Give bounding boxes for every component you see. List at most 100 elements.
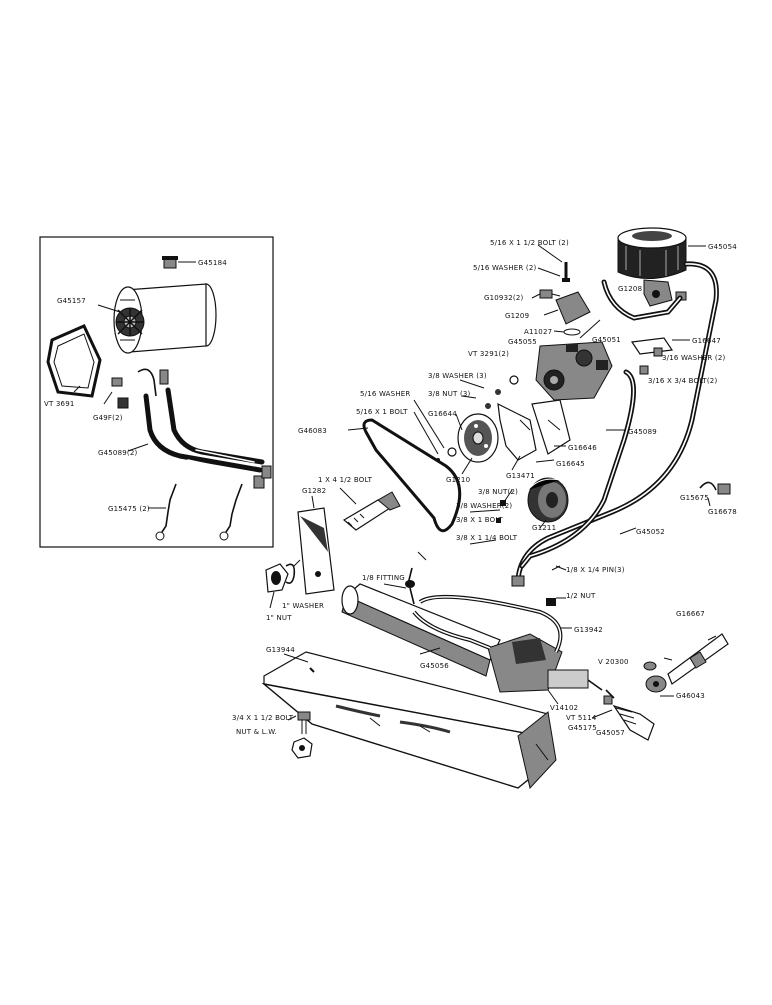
label-g45184: G45184 <box>198 259 227 267</box>
gasket-vt3691 <box>46 324 102 398</box>
label-washer-5-16: 5/16 WASHER <box>360 390 410 398</box>
bottom-leaders <box>269 559 717 721</box>
label-pin-1-8-x-1-4: 1/8 X 1/4 PIN(3) <box>566 566 625 574</box>
nut-1in <box>265 563 289 593</box>
label-g16667: G16667 <box>676 610 705 618</box>
label-g45157: G45157 <box>57 297 86 305</box>
oring-a11027 <box>563 328 581 336</box>
part-g16678 <box>717 483 731 495</box>
reservoir-assembly <box>511 227 731 587</box>
label-g1209: G1209 <box>505 312 529 320</box>
pulley-g1211 <box>527 477 569 523</box>
bracket-g1282 <box>297 507 335 595</box>
label-g13944: G13944 <box>266 646 295 654</box>
cap-g45184 <box>162 256 178 269</box>
pulley-g1210 <box>457 413 499 463</box>
label-g13942: G13942 <box>574 626 603 634</box>
label-g45055: G45055 <box>508 338 537 346</box>
label-g45051: G45051 <box>592 336 621 344</box>
label-g13471: G13471 <box>506 472 535 480</box>
label-washer-3-16-2: 3/16 WASHER (2) <box>662 354 725 362</box>
pump-cylinder <box>113 283 217 354</box>
clamps-g15475 <box>155 483 243 541</box>
label-g16678: G16678 <box>708 508 737 516</box>
label-bolt-3-4-x-1-1-2: 3/4 X 1 1/2 BOLT <box>232 714 294 722</box>
label-a11027: A11027 <box>524 328 552 336</box>
mid-leaders <box>311 379 566 545</box>
base-plate-g13944 <box>261 651 557 790</box>
top-leaders <box>531 244 711 535</box>
bolt-1x4-1-2 <box>342 491 401 531</box>
hose-g45089 <box>519 369 637 569</box>
clamp-g15675 <box>699 481 717 491</box>
label-g45089: G45089 <box>628 428 657 436</box>
label-v20300: V 20300 <box>598 658 629 666</box>
label-washer-1: 1" WASHER <box>282 602 324 610</box>
label-g1211: G1211 <box>532 524 556 532</box>
label-g45175: G45175 <box>568 724 597 732</box>
bracket-g16645 <box>531 399 571 455</box>
bolt-3-4-and-nut <box>291 711 313 759</box>
tie-rod <box>603 633 729 741</box>
label-washer-3-8-2: 3/8 WASHER(2) <box>456 502 512 510</box>
label-g45056: G45056 <box>420 662 449 670</box>
label-bolt-5-16-x-1: 5/16 X 1 BOLT <box>356 408 408 416</box>
valve-body <box>487 633 603 693</box>
washer-1in <box>285 563 296 584</box>
fittings-g49f <box>111 368 169 409</box>
label-g45089-2: G45089(2) <box>98 449 137 457</box>
label-washer-3-8-3: 3/8 WASHER (3) <box>428 372 487 380</box>
reservoir-g45054 <box>617 227 687 280</box>
label-g16645: G16645 <box>556 460 585 468</box>
label-nut-lw: NUT & L.W. <box>236 728 277 736</box>
label-g15475: G15475 (2) <box>108 505 150 513</box>
label-vt5114: VT 5114 <box>566 714 597 722</box>
label-fitting-1-8: 1/8 FITTING <box>362 574 405 582</box>
bracket-g16646 <box>497 402 537 461</box>
label-g10932: G10932(2) <box>484 294 523 302</box>
label-g16647: G16647 <box>692 337 721 345</box>
label-bolt-1x4-1-2: 1 X 4 1/2 BOLT <box>318 476 373 484</box>
label-vt3291: VT 3291(2) <box>468 350 509 358</box>
label-bolt-5-16-x-1-1-2: 5/16 X 1 1/2 BOLT (2) <box>490 239 569 247</box>
label-washer-5-16-2: 5/16 WASHER (2) <box>473 264 536 272</box>
hoses-g45089-2 <box>143 387 272 489</box>
fitting-1-8 <box>405 551 427 605</box>
fitting-g10932 <box>539 289 561 299</box>
label-g16644: G16644 <box>428 410 457 418</box>
label-vt3691: VT 3691 <box>44 400 75 408</box>
nut-1-2 <box>546 598 556 606</box>
pump-g45055 <box>535 341 613 401</box>
inset-border <box>39 236 274 548</box>
label-bolt-3-8-x-1: 3/8 X 1 BOLT <box>456 516 504 524</box>
inset-panel: G45184 G45157 VT 3691 G49F(2) G45089(2) … <box>39 236 274 548</box>
label-nut-1: 1" NUT <box>266 614 292 622</box>
cylinder-assembly <box>261 551 729 790</box>
label-g45052: G45052 <box>636 528 665 536</box>
label-g1208: G1208 <box>618 285 642 293</box>
label-g1282: G1282 <box>302 487 326 495</box>
bracket-g1209 <box>555 291 591 325</box>
gasket-g16647 <box>630 337 674 355</box>
hardware-small <box>436 389 506 523</box>
pump-assembly <box>297 341 613 595</box>
label-g46043: G46043 <box>676 692 705 700</box>
label-bolt-3-8-x-1-1-4: 3/8 X 1 1/4 BOLT <box>456 534 518 542</box>
label-g16646: G16646 <box>568 444 597 452</box>
belt-g46083 <box>362 418 462 533</box>
label-g45054: G45054 <box>708 243 737 251</box>
label-g15675: G15675 <box>680 494 709 502</box>
label-g45057: G45057 <box>596 729 625 737</box>
label-nut-3-8-3: 3/8 NUT (3) <box>428 390 471 398</box>
label-g49f: G49F(2) <box>93 414 123 422</box>
label-g1210: G1210 <box>446 476 470 484</box>
label-v14102: V14102 <box>550 704 578 712</box>
label-bolt-3-16-x-3-4: 3/16 X 3/4 BOLT(2) <box>648 377 717 385</box>
label-nut-1-2: 1/2 NUT <box>566 592 596 600</box>
labels: 5/16 X 1 1/2 BOLT (2) 5/16 WASHER (2) G1… <box>232 239 737 737</box>
label-g46083: G46083 <box>298 427 327 435</box>
inset-leaders <box>73 261 196 509</box>
label-nut-3-8-2: 3/8 NUT(2) <box>478 488 518 496</box>
washer-vt3291 <box>509 375 519 385</box>
